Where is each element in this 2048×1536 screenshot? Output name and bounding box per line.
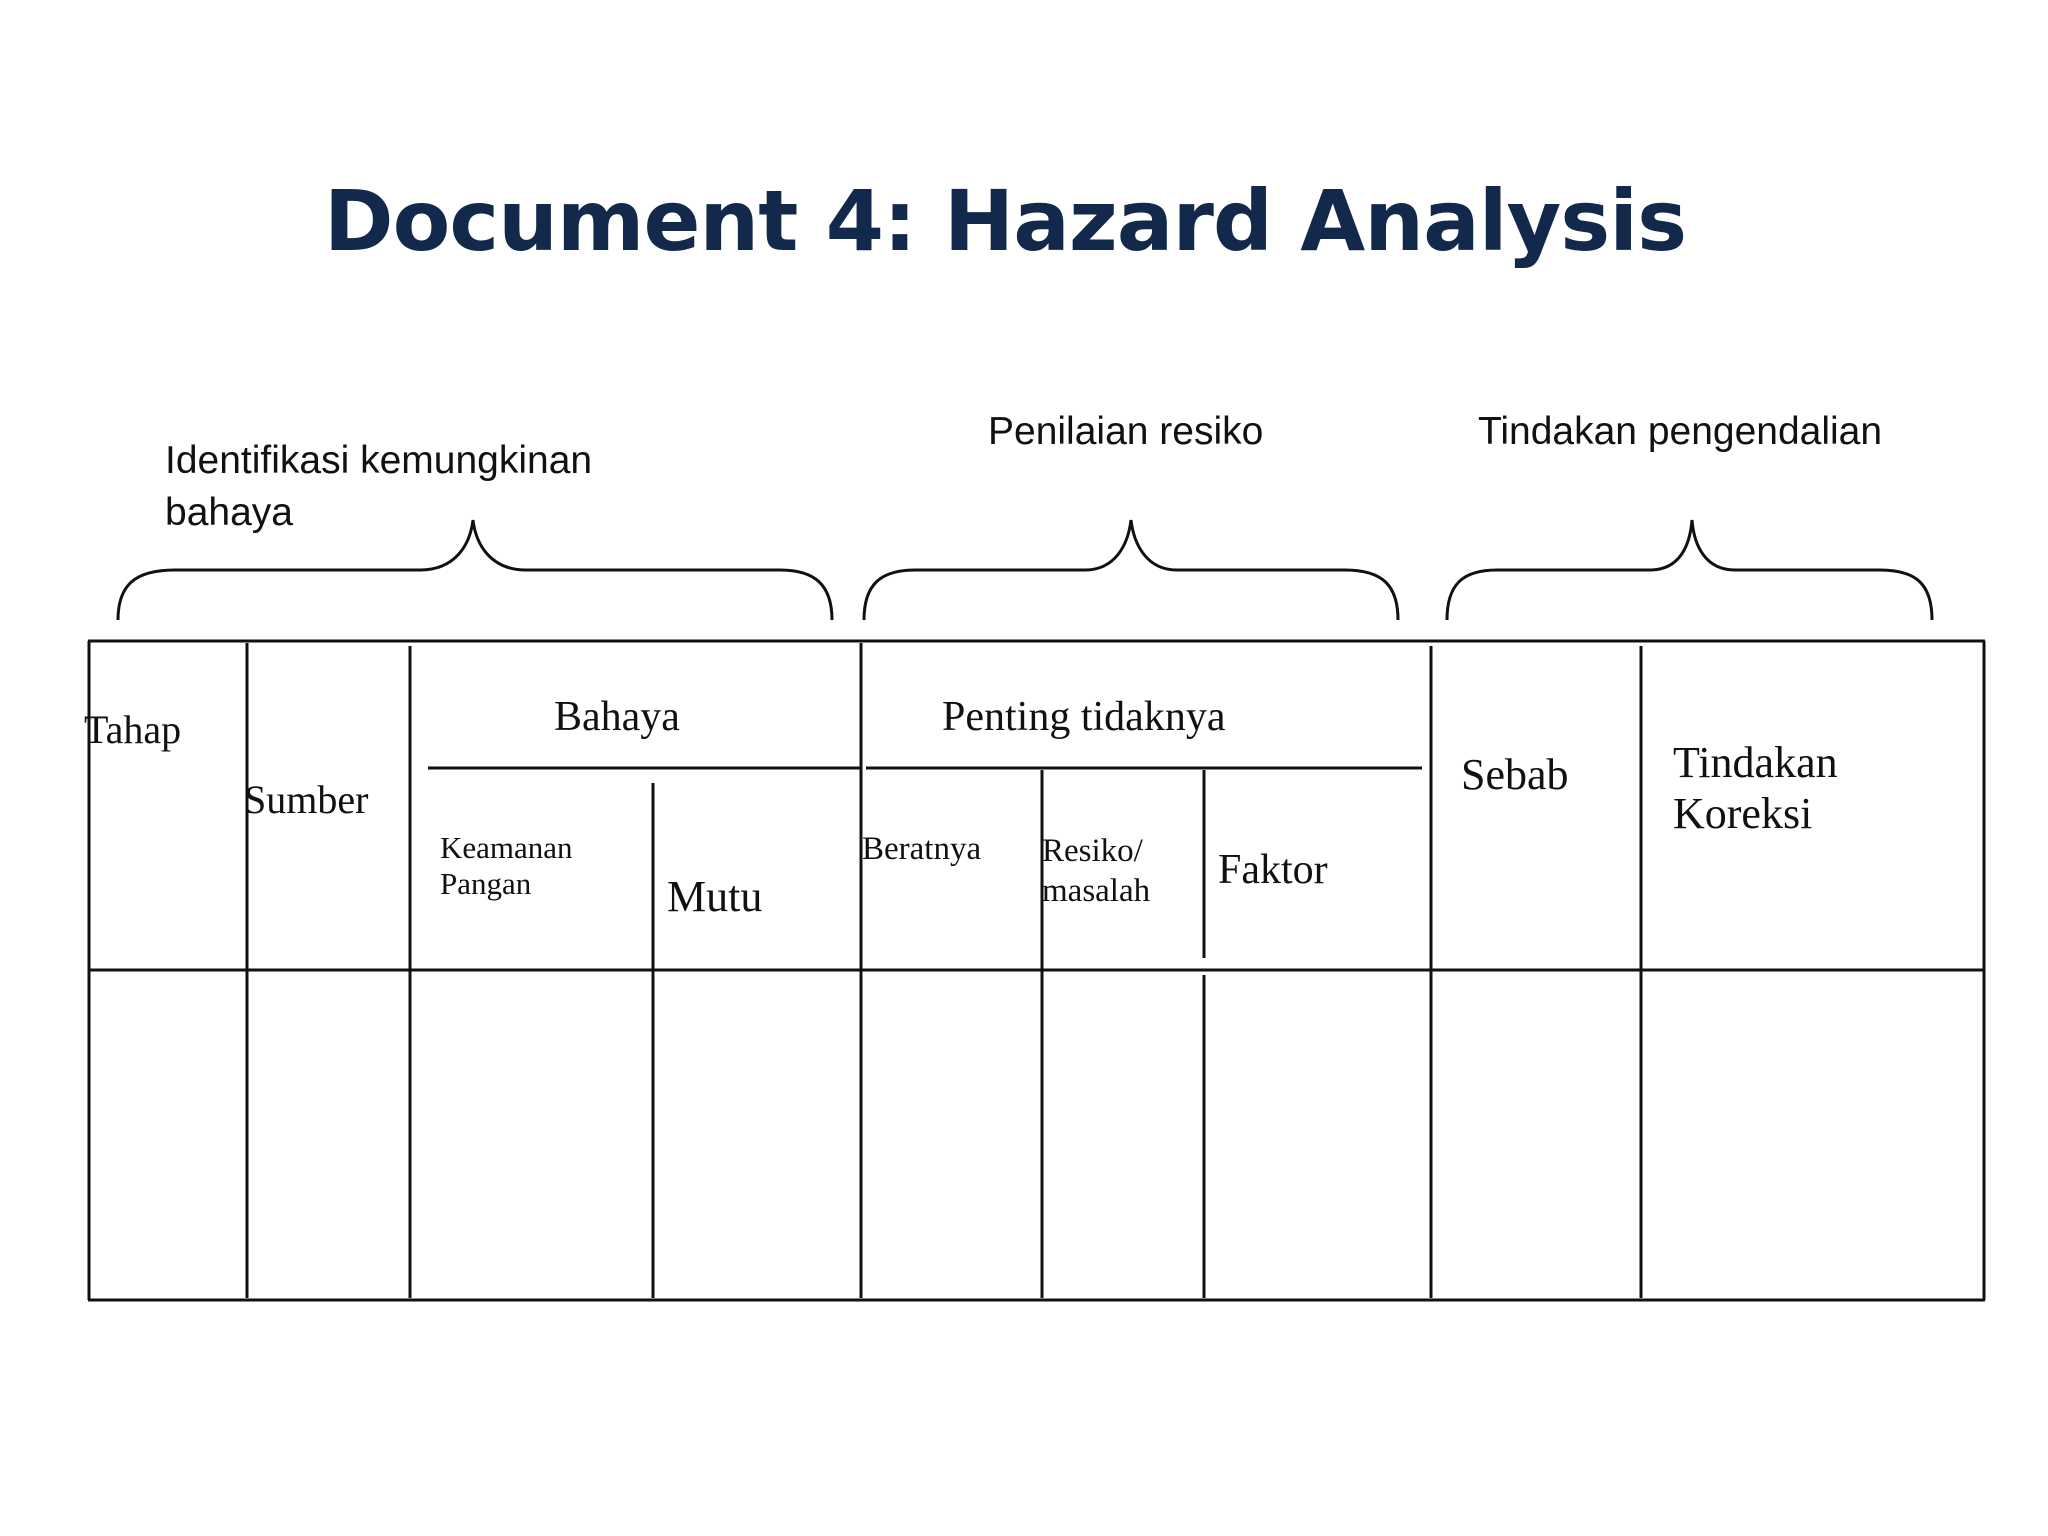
header-faktor: Faktor xyxy=(1218,847,1328,893)
group-label-identifikasi: Identifikasi kemungkinan bahaya xyxy=(165,439,593,534)
brace-tindakan xyxy=(1445,519,1934,621)
header-penting-tidaknya: Penting tidaknya xyxy=(942,694,1226,740)
header-resiko-masalah: Resiko/ masalah xyxy=(1042,831,1150,911)
header-keamanan-pangan-line1: Keamanan xyxy=(440,830,573,865)
header-tindakan-koreksi: Tindakan Koreksi xyxy=(1673,737,1838,839)
header-sebab: Sebab xyxy=(1461,750,1569,799)
header-beratnya: Beratnya xyxy=(862,831,982,867)
header-keamanan-pangan: Keamanan Pangan xyxy=(440,830,573,902)
brace-penilaian xyxy=(862,519,1400,621)
header-tahap: Tahap xyxy=(84,707,182,752)
header-resiko-line2: masalah xyxy=(1042,873,1151,909)
header-sumber: Sumber xyxy=(244,777,369,822)
group-label-penilaian: Penilaian resiko xyxy=(988,410,1264,453)
header-tindakan-koreksi-line1: Tindakan xyxy=(1673,738,1838,787)
header-bahaya: Bahaya xyxy=(554,694,680,740)
header-tindakan-koreksi-line2: Koreksi xyxy=(1673,789,1813,838)
header-mutu: Mutu xyxy=(667,872,763,921)
page-title: Document 4: Hazard Analysis xyxy=(323,172,1687,270)
group-label-tindakan: Tindakan pengendalian xyxy=(1478,410,1883,453)
brace-identifikasi xyxy=(116,519,834,621)
header-keamanan-pangan-line2: Pangan xyxy=(440,866,532,901)
header-resiko-line1: Resiko/ xyxy=(1042,833,1143,869)
